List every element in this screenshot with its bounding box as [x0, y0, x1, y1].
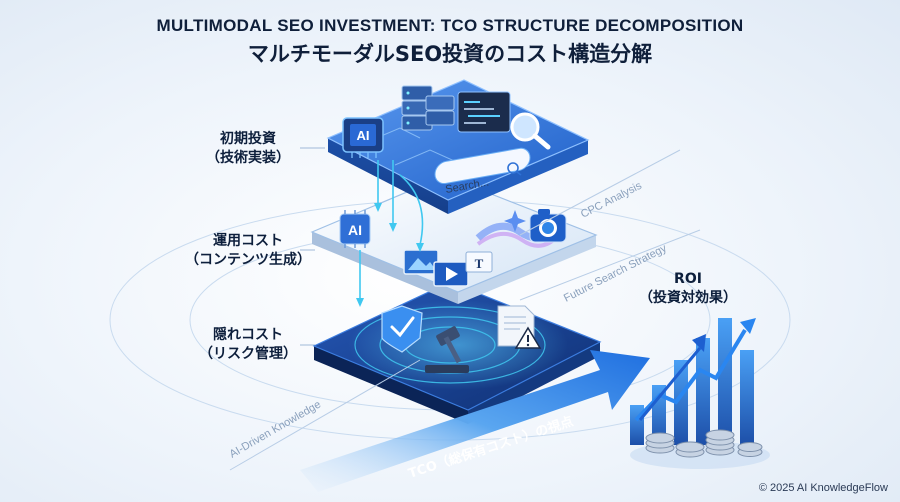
roi-label-line2: （投資対効果）: [639, 290, 737, 306]
label-initial-investment: 初期投資 （技術実装）: [168, 130, 328, 168]
shield-check-icon: [381, 305, 423, 353]
label-initial-investment-line1: 初期投資: [220, 131, 276, 147]
title-english: MULTIMODAL SEO INVESTMENT: TCO STRUCTURE…: [156, 16, 744, 35]
label-initial-investment-line2: （技術実装）: [206, 150, 290, 166]
label-hidden-costs: 隠れコスト （リスク管理）: [168, 326, 328, 364]
coin-stack-icon: [645, 429, 763, 458]
copyright: © 2025 AI KnowledgeFlow: [758, 482, 888, 494]
ai-chip-label: AI: [348, 222, 362, 238]
warning-document-icon: [497, 305, 542, 349]
code-window-icon: [457, 91, 511, 133]
server-rack-icon: [401, 85, 455, 131]
layer-operating-costs: AI T: [310, 175, 598, 304]
label-connectors: [300, 147, 325, 346]
label-hidden-costs-line2: （リスク管理）: [199, 346, 297, 362]
text-card-icon: T: [465, 251, 493, 273]
layer-initial-investment: AI: [326, 79, 590, 214]
annotation-streaks: [229, 149, 701, 471]
ai-chip-icon: AI: [339, 210, 371, 248]
roi-growth-graphic: [630, 318, 770, 469]
title-japanese: マルチモーダルSEO投資のコスト構造分解: [247, 42, 653, 66]
sparkle-icon: [504, 210, 526, 232]
label-hidden-costs-line1: 隠れコスト: [213, 327, 283, 343]
image-card-icon: [403, 249, 439, 275]
ai-processor-label: AI: [357, 128, 370, 143]
camera-icon: [529, 209, 567, 243]
search-bar: Search...: [434, 147, 531, 196]
roi-label-line1: ROI: [674, 271, 702, 287]
gavel-icon: [425, 326, 469, 373]
video-card-icon: [433, 261, 469, 287]
ai-processor-icon: AI: [342, 117, 384, 158]
roi-label: ROI （投資対効果）: [618, 270, 758, 308]
svg-text:T: T: [475, 256, 484, 271]
flow-arrows: [356, 160, 424, 307]
magnifier-icon: [510, 112, 551, 150]
label-operating-costs-line2: （コンテンツ生成）: [185, 252, 311, 268]
label-operating-costs-line1: 運用コスト: [213, 233, 283, 249]
label-operating-costs: 運用コスト （コンテンツ生成）: [168, 232, 328, 270]
